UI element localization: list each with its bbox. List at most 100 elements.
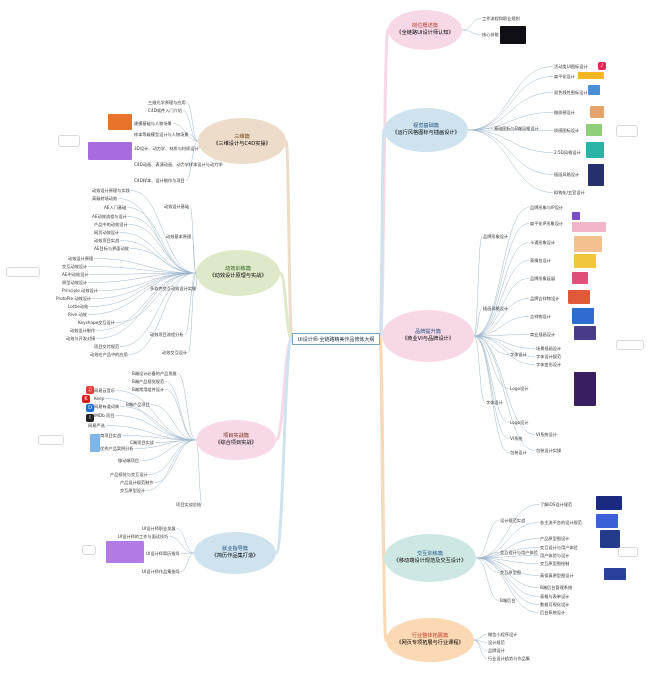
platform-spec-thumbnail	[596, 514, 618, 528]
branch-visual-foundation[interactable]: 视觉基础篇 《运行风格图标与插画设计》	[384, 108, 468, 152]
connector-line	[473, 236, 483, 337]
leaf-text: 场景插画设计	[536, 346, 562, 351]
leaf-text: B端设计必备的产品思维	[132, 371, 177, 376]
leaf-text: IMDb 项目	[94, 413, 115, 418]
portfolio-thumbnail	[106, 541, 144, 563]
scene-illustration-thumbnail	[574, 326, 596, 340]
leaf-text: 产品原型图设计	[540, 536, 570, 541]
leaf-text: 交互设计与用户体验	[540, 545, 578, 550]
leaf-text: Keyshape交互设计	[78, 320, 115, 325]
leaf-text: 动效设计制作	[70, 328, 96, 333]
leaf-text: Keep	[94, 396, 105, 401]
connector-line	[461, 29, 482, 35]
connector-line	[467, 129, 554, 153]
sub-topic: C端项目实战	[130, 440, 154, 445]
leaf-text: B端后台管理系统	[540, 585, 573, 590]
leaf-text: 网页动效设计	[94, 230, 120, 235]
sub-topic: 交互设计与用户体验	[500, 550, 538, 555]
connector-line	[127, 216, 197, 274]
cartoon-faces-thumbnail	[574, 236, 602, 252]
connector-line	[467, 129, 554, 193]
leaf-text: Rive 动效	[68, 312, 87, 317]
connector-line	[134, 439, 197, 449]
leaf-text: AE动效流程与设计	[92, 214, 127, 219]
leaf-text: 动效设计原理	[68, 256, 94, 261]
leaf-text: 品牌设计	[488, 648, 505, 653]
leaf-text: 卡通形象设计	[530, 240, 556, 245]
connector-line	[284, 139, 294, 341]
branch-title: 行业整体拓展篇	[411, 633, 449, 639]
leaf-text: 品牌吉祥物设计	[530, 296, 560, 301]
branch-title: 品牌提升篇	[415, 329, 441, 335]
connector-line	[467, 112, 554, 131]
ios-spec-thumbnail	[596, 496, 622, 510]
adobe-icons-badge	[616, 340, 644, 350]
central-topic[interactable]: UI设计师·全链路精美作品修炼大纲	[292, 333, 380, 345]
isometric-thumbnail	[586, 142, 604, 158]
branch-motion-training[interactable]: 动效训练篇 《动效设计原理与实战》	[196, 250, 280, 296]
keep-icon: K	[82, 395, 90, 403]
branch-role-overview[interactable]: 岗位概述篇 《全链路UI设计师认知》	[388, 10, 462, 50]
connector-line	[473, 298, 530, 337]
connector-line	[475, 520, 500, 559]
branch-subtitle: 《综合项目实战》	[215, 440, 257, 446]
connector-line	[146, 439, 197, 491]
leaf-text: 表情包设计	[530, 258, 551, 263]
connector-line	[378, 128, 386, 341]
connector-line	[473, 316, 530, 337]
connector-line	[473, 242, 530, 337]
branch-subtitle: 《简历作品集打造》	[211, 553, 259, 559]
leaf-text: 高保真原型图设计	[540, 573, 574, 578]
branch-brand-upgrade[interactable]: 品牌提升篇 《商业VI与品牌设计》	[382, 310, 474, 362]
sub-topic: 移动端项目	[118, 458, 139, 463]
connector-line	[120, 232, 197, 274]
leaf-text: 微质感设计	[554, 110, 575, 115]
leaf-text: 高级转场动效	[92, 196, 118, 201]
branch-title: 三维篇	[234, 134, 250, 140]
leaf-text: 品牌形象延展	[530, 276, 556, 281]
leaf-text: 字体设计规范	[536, 354, 562, 359]
leaf-text: C4D软件入门介绍	[148, 108, 182, 113]
connector-line	[94, 258, 197, 274]
leaf-text: 插画风格设计	[554, 172, 580, 177]
branch-title: 视觉基础篇	[413, 123, 439, 129]
branch-industry-expansion[interactable]: 行业整体拓展篇 《网页专项拓展与行业课程》	[386, 618, 474, 662]
leaf-text: 动效项目实战	[94, 238, 120, 243]
3d-render-thumbnail	[88, 142, 132, 160]
leaf-text: 优秀产品案例分析	[100, 446, 134, 451]
leaf-text: 微信小程序设计	[488, 632, 518, 637]
connector-line	[467, 129, 554, 131]
leaf-text: 各主流平台的设计规范	[540, 520, 582, 525]
leaf-text: 项目交付规范	[94, 344, 120, 349]
connector-line	[475, 557, 540, 597]
branch-3d[interactable]: 三维篇 《三维设计与C4D实操》	[198, 118, 286, 164]
c4d-icon-badge	[58, 135, 80, 147]
leaf-text: 三维光学原理与应用	[148, 100, 186, 105]
branch-title: 岗位概述篇	[412, 23, 438, 29]
connector-line	[128, 272, 197, 355]
leaf-text: 2.5D风格设计	[554, 150, 581, 155]
leaf-text: 后台系统设计	[540, 610, 566, 615]
ip-avatar-thumbnail	[572, 212, 580, 220]
connector-line	[177, 373, 197, 441]
branch-project-practice[interactable]: 项目实战篇 《综合项目实战》	[196, 420, 276, 460]
sub-topic: 项目实战总结	[176, 502, 202, 507]
connector-line	[122, 435, 197, 441]
connector-line	[473, 335, 510, 439]
branch-interaction-training[interactable]: 交互训练篇 《移动端设计规范及交互设计》	[384, 534, 476, 582]
connector-line	[165, 389, 197, 441]
sub-topic: 动效交互设计	[162, 350, 188, 355]
sub-topic: 动效设计基础	[164, 204, 190, 209]
mini-icons-badge	[38, 435, 64, 445]
connector-line	[87, 272, 197, 315]
leaf-text: 网易严选	[88, 423, 105, 428]
branch-employment-guide[interactable]: 就业指导篇 《简历作品集打造》	[194, 532, 276, 574]
connector-line	[473, 634, 488, 641]
connector-line	[473, 223, 530, 337]
leaf-text: 网易有道词典	[94, 404, 120, 409]
sub-topic: 基础图标与B端风格设计	[494, 126, 539, 131]
branch-subtitle: 《全链路UI设计师认知》	[396, 30, 454, 36]
connector-line	[176, 528, 195, 554]
sub-topic: 字体设计	[486, 400, 503, 405]
connector-line	[191, 236, 197, 274]
